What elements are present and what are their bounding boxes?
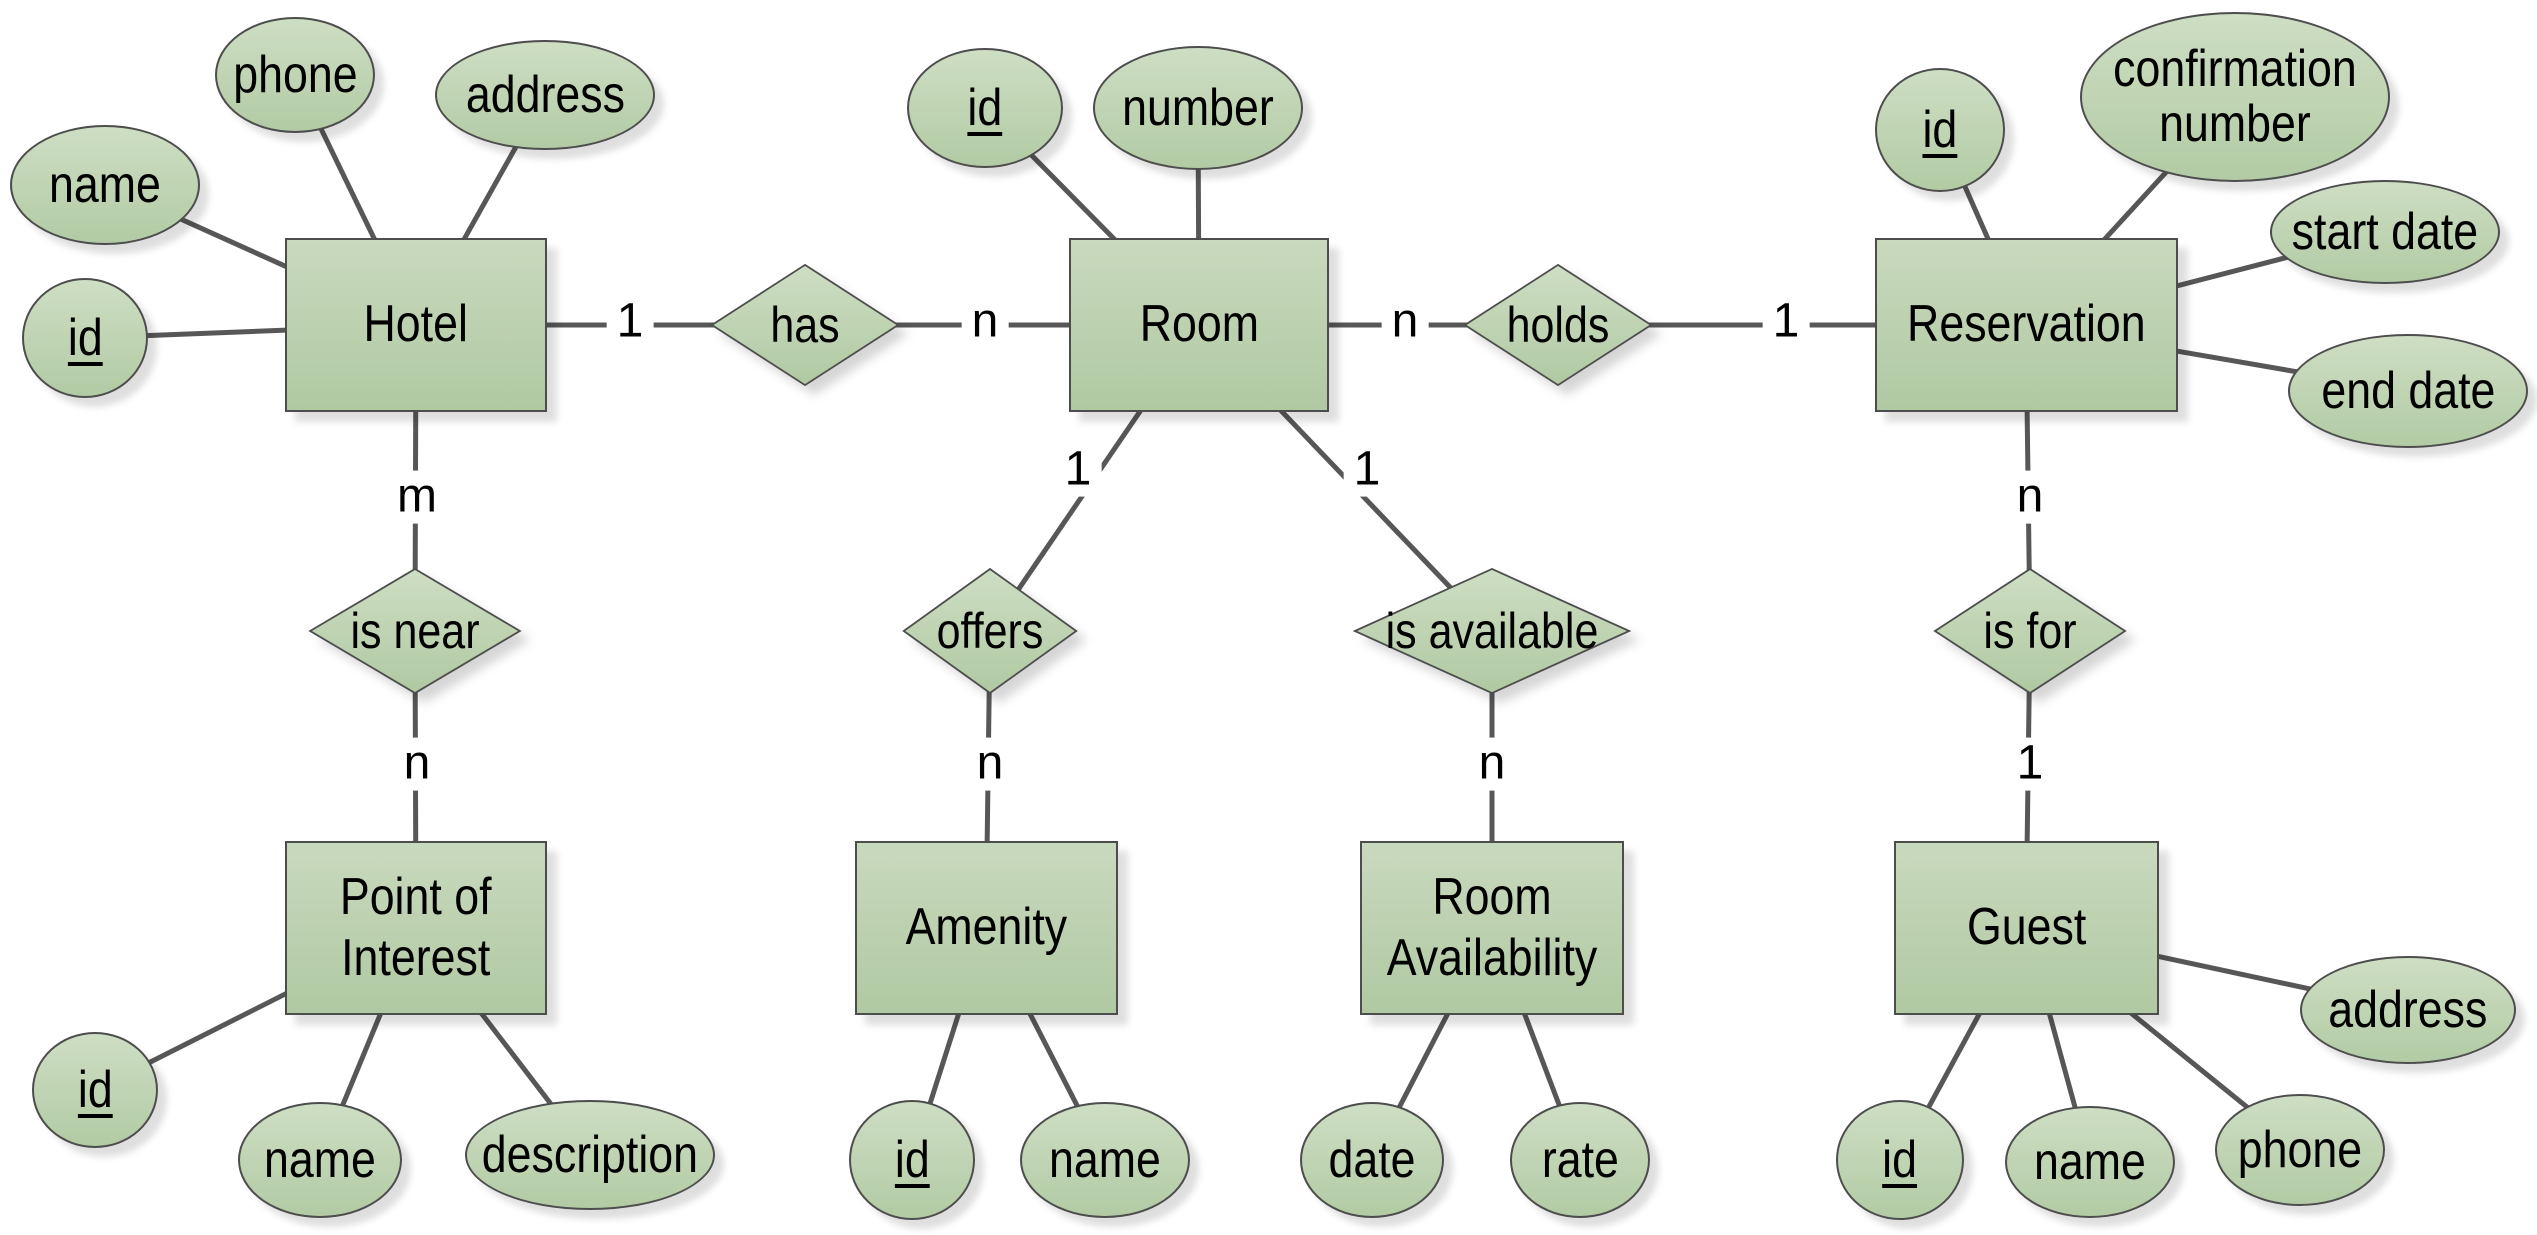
attribute-guest-phone: phone bbox=[2215, 1094, 2385, 1206]
entity-reservation: Reservation bbox=[1875, 238, 2178, 412]
relationship-offers: offers bbox=[902, 567, 1078, 695]
relationship-holds: holds bbox=[1463, 263, 1653, 387]
entity-point-of-interest-label: Point of Interest bbox=[340, 867, 492, 987]
attribute-room-availability-date: date bbox=[1300, 1102, 1444, 1218]
attribute-reservation-confirmation-number-label: confirmation number bbox=[2113, 40, 2357, 153]
entity-amenity: Amenity bbox=[855, 841, 1118, 1015]
cardinality-has-room: n bbox=[961, 295, 1009, 349]
cardinality-isavailable-room: 1 bbox=[1343, 443, 1391, 497]
attribute-amenity-id: id bbox=[849, 1100, 975, 1220]
entity-room-availability: Room Availability bbox=[1360, 841, 1624, 1015]
entity-room-availability-label: Room Availability bbox=[1386, 867, 1598, 987]
attribute-room-availability-rate: rate bbox=[1510, 1102, 1650, 1218]
relationship-is-near-label: is near bbox=[350, 603, 480, 659]
attribute-room-availability-date-label: date bbox=[1328, 1130, 1416, 1189]
attribute-poi-id: id bbox=[32, 1032, 158, 1148]
attribute-hotel-address: address bbox=[435, 40, 655, 150]
relationship-is-for: is for bbox=[1933, 567, 2127, 695]
attribute-poi-name-label: name bbox=[264, 1130, 376, 1189]
attribute-hotel-name-label: name bbox=[49, 155, 161, 214]
attribute-hotel-address-label: address bbox=[465, 65, 625, 124]
attribute-room-id-label: id bbox=[967, 78, 1003, 137]
entity-hotel: Hotel bbox=[285, 238, 547, 412]
attribute-hotel-id: id bbox=[22, 278, 148, 398]
cardinality-offers-room: 1 bbox=[1054, 443, 1102, 497]
attribute-amenity-name: name bbox=[1020, 1102, 1190, 1218]
relationship-is-near: is near bbox=[308, 567, 522, 695]
relationship-is-available-label: is available bbox=[1385, 603, 1599, 659]
attribute-hotel-id-label: id bbox=[67, 308, 103, 367]
relationship-is-available: is available bbox=[1352, 567, 1632, 695]
attribute-poi-description-label: description bbox=[481, 1125, 699, 1184]
entity-room: Room bbox=[1069, 238, 1329, 412]
attribute-reservation-start-date: start date bbox=[2270, 180, 2500, 284]
attribute-room-number-label: number bbox=[1122, 78, 1274, 137]
entity-amenity-label: Amenity bbox=[905, 898, 1068, 957]
attribute-guest-phone-label: phone bbox=[2237, 1120, 2363, 1179]
attribute-amenity-name-label: name bbox=[1049, 1130, 1161, 1189]
cardinality-isnear-poi: n bbox=[393, 737, 441, 791]
attribute-hotel-phone-label: phone bbox=[232, 45, 358, 104]
attribute-reservation-id-label: id bbox=[1922, 100, 1958, 159]
relationship-has-label: has bbox=[770, 297, 840, 353]
entity-point-of-interest: Point of Interest bbox=[285, 841, 547, 1015]
attribute-room-availability-rate-label: rate bbox=[1541, 1130, 1619, 1189]
attribute-guest-address-label: address bbox=[2328, 980, 2488, 1039]
attribute-poi-name: name bbox=[238, 1102, 402, 1218]
attribute-room-id: id bbox=[907, 48, 1063, 168]
attribute-hotel-name: name bbox=[10, 125, 200, 245]
attribute-reservation-end-date: end date bbox=[2288, 334, 2528, 448]
cardinality-isavailable-roomavailability: n bbox=[1468, 737, 1516, 791]
cardinality-has-hotel: 1 bbox=[606, 295, 654, 349]
attribute-reservation-confirmation-number: confirmation number bbox=[2080, 12, 2390, 182]
attribute-guest-address: address bbox=[2300, 956, 2516, 1064]
relationship-has: has bbox=[710, 263, 900, 387]
relationship-holds-label: holds bbox=[1506, 297, 1610, 353]
relationship-is-for-label: is for bbox=[1983, 603, 2077, 659]
entity-guest: Guest bbox=[1894, 841, 2159, 1015]
attribute-guest-id-label: id bbox=[1882, 1130, 1918, 1189]
cardinality-offers-amenity: n bbox=[966, 737, 1014, 791]
cardinality-holds-room: n bbox=[1381, 295, 1429, 349]
attribute-guest-id: id bbox=[1836, 1100, 1964, 1220]
attribute-poi-description: description bbox=[465, 1100, 715, 1210]
cardinality-isfor-reservation: n bbox=[2006, 470, 2054, 524]
attribute-room-number: number bbox=[1093, 46, 1303, 170]
attribute-poi-id-label: id bbox=[77, 1060, 113, 1119]
attribute-reservation-start-date-label: start date bbox=[2291, 202, 2479, 261]
entity-reservation-label: Reservation bbox=[1907, 295, 2146, 354]
attribute-guest-name: name bbox=[2005, 1106, 2175, 1218]
attribute-amenity-id-label: id bbox=[894, 1130, 930, 1189]
attribute-reservation-end-date-label: end date bbox=[2320, 361, 2496, 420]
entity-guest-label: Guest bbox=[1966, 898, 2087, 957]
cardinality-holds-reservation: 1 bbox=[1762, 295, 1810, 349]
relationship-offers-label: offers bbox=[936, 603, 1044, 659]
attribute-hotel-phone: phone bbox=[215, 17, 375, 133]
cardinality-isfor-guest: 1 bbox=[2006, 737, 2054, 791]
attribute-guest-name-label: name bbox=[2034, 1132, 2146, 1191]
entity-room-label: Room bbox=[1139, 295, 1259, 354]
entity-hotel-label: Hotel bbox=[363, 295, 469, 354]
cardinality-isnear-hotel: m bbox=[387, 470, 447, 524]
attribute-reservation-id: id bbox=[1875, 68, 2005, 192]
